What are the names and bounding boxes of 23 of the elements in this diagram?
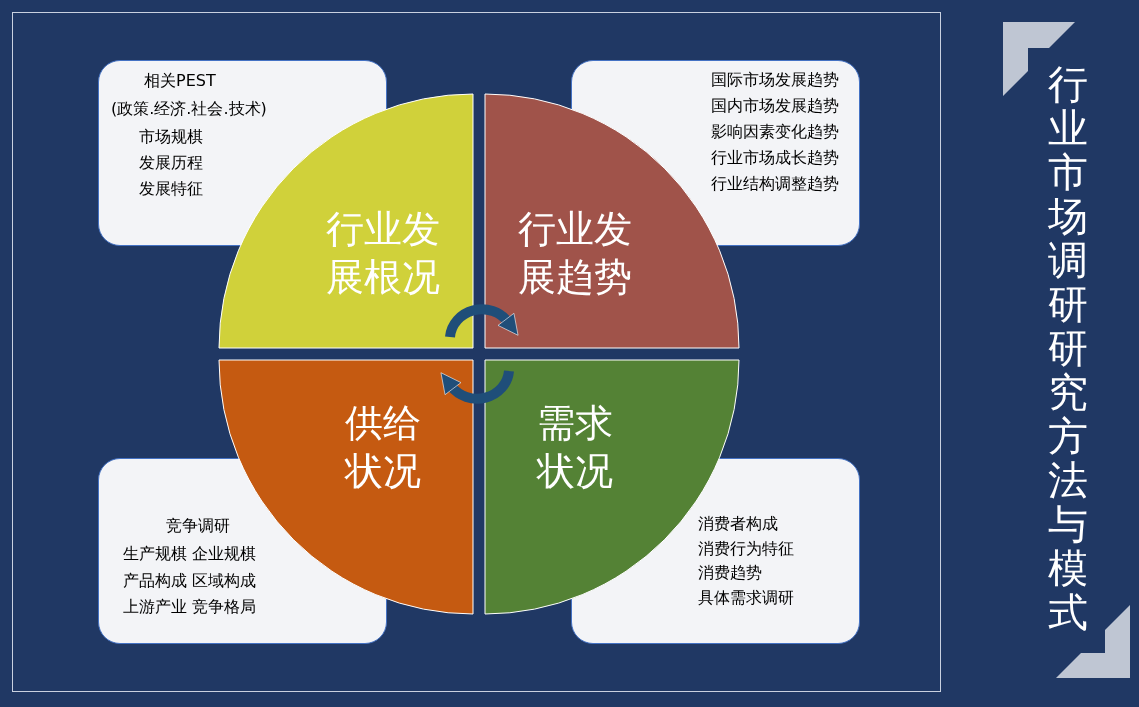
text-line: 发展历程 [139, 153, 203, 173]
text-line: 发展特征 [139, 179, 203, 199]
quadrant-label: 供给状况 [343, 400, 422, 495]
vertical-title: 行业市场调研研究方法与模式 [1047, 62, 1089, 634]
text-line: 消费者构成 [698, 514, 778, 534]
quadrant-label: 行业发展趋势 [517, 206, 633, 301]
text-line: (政策.经济.社会.技术) [111, 99, 267, 119]
text-line: 国际市场发展趋势 [711, 70, 839, 90]
text-line: 生产规棋 企业规棋 [123, 544, 257, 564]
text-line: 竞争调研 [166, 516, 230, 536]
text-line: 国内市场发展趋势 [711, 96, 839, 116]
text-line: 相关PEST [144, 71, 216, 91]
text-line: 消费行为特征 [698, 539, 794, 559]
text-line: 上游产业 竞争格局 [123, 597, 257, 617]
text-line: 产品构成 区域构成 [123, 571, 257, 591]
text-line: 行业结构调整趋势 [711, 174, 839, 194]
text-line: 消费趋势 [698, 563, 762, 583]
text-line: 具体需求调研 [698, 588, 794, 608]
quadrant-label: 需求状况 [535, 400, 614, 495]
text-line: 行业市场成长趋势 [711, 148, 839, 168]
quadrant-label: 行业发展根况 [325, 206, 441, 301]
text-line: 市场规棋 [139, 127, 203, 147]
text-line: 影响因素变化趋势 [711, 122, 839, 142]
